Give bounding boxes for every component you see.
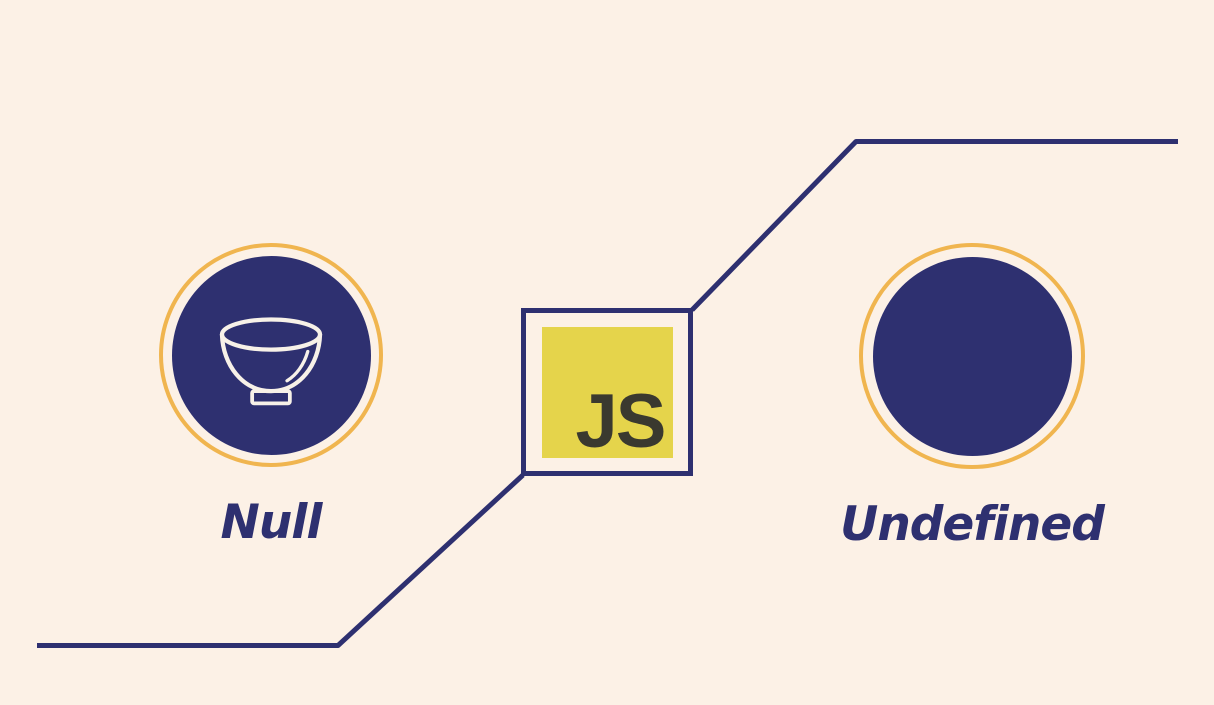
null-label: Null	[220, 495, 322, 550]
undefined-circle	[872, 256, 1072, 456]
undefined-ring	[859, 243, 1085, 469]
null-group: Null	[159, 243, 383, 546]
divider-line-top-right	[690, 139, 1178, 312]
js-logo-text: JS	[575, 379, 667, 465]
js-logo: JS	[541, 326, 673, 465]
empty-bowl-icon	[219, 317, 323, 406]
null-ring	[159, 243, 383, 467]
undefined-label: Undefined	[840, 497, 1105, 552]
js-box: JS	[521, 308, 693, 476]
divider-line-bottom-left	[37, 473, 525, 648]
undefined-group: Undefined	[840, 243, 1105, 548]
null-circle	[171, 255, 371, 455]
